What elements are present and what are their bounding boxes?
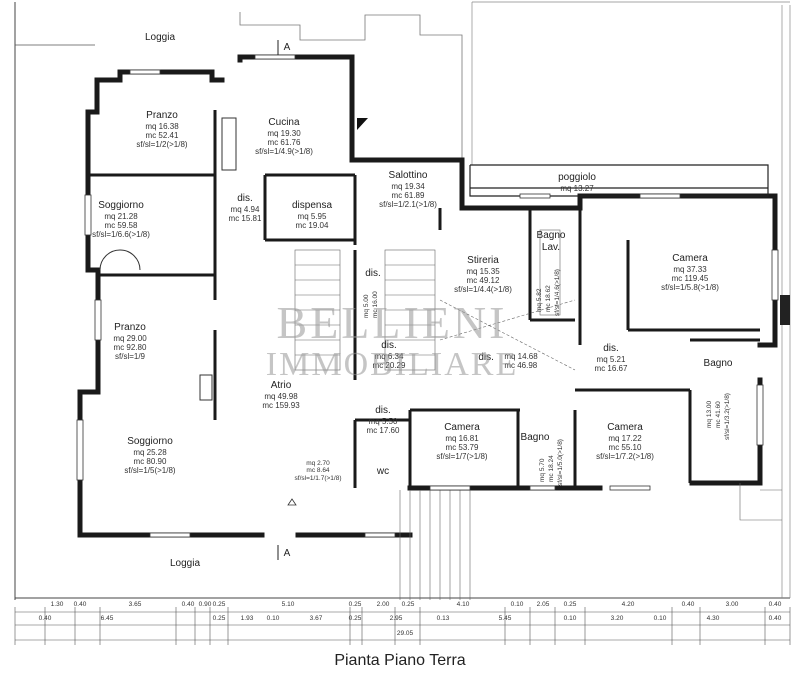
dimension-value-bottom-0: 0.40 bbox=[38, 615, 52, 622]
room-pranzo-mid: Pranzo mq 29.00 mc 92.80 sf/sl=1/9 bbox=[113, 322, 147, 361]
room-soggiorno-bottom: Soggiorno mq 25.28 mc 80.90 sf/sl=1/5(>1… bbox=[124, 436, 176, 475]
dimension-value-top-1: 0.40 bbox=[73, 601, 87, 608]
dimension-value-top-17: 0.40 bbox=[768, 601, 782, 608]
room-bagno-lav-sf: sf/sl=1/4.6(>1/8) bbox=[554, 269, 561, 316]
room-soggiorno-top: Soggiorno mq 21.28 mc 59.58 sf/sl=1/6.6(… bbox=[92, 200, 150, 239]
room-stireria: Stireria mq 15.35 mc 49.12 sf/sl=1/4.4(>… bbox=[454, 255, 512, 294]
dimension-value-bottom-1: 6.45 bbox=[100, 615, 114, 622]
dimension-value-bottom-6: 0.25 bbox=[348, 615, 362, 622]
dimension-value-top-5: 0.25 bbox=[212, 601, 226, 608]
dimension-value-top-0: 1.30 bbox=[50, 601, 64, 608]
room-cucina: Cucina mq 19.30 mc 61.76 sf/sl=1/4.9(>1/… bbox=[255, 117, 313, 156]
dimension-value-top-14: 4.20 bbox=[621, 601, 635, 608]
room-dispensa: dispensa mq 5.95 mc 19.04 bbox=[291, 200, 333, 230]
room-pranzo-top: Pranzo mq 16.38 mc 52.41 sf/sl=1/2(>1/8) bbox=[136, 110, 188, 149]
room-dis-mid: dis. mq 6.34 mc 20.29 bbox=[372, 340, 406, 370]
room-bagno-mid: Bagno bbox=[520, 432, 550, 443]
room-wc: wc bbox=[376, 466, 390, 477]
dimension-value-bottom-4: 0.10 bbox=[266, 615, 280, 622]
dimension-value-bottom-7: 2.95 bbox=[389, 615, 403, 622]
dimension-value-bottom-3: 1.93 bbox=[240, 615, 254, 622]
dimension-value-bottom-11: 3.20 bbox=[610, 615, 624, 622]
dimension-value-top-4: 0.90 bbox=[198, 601, 212, 608]
dimension-value-top-11: 0.10 bbox=[510, 601, 524, 608]
room-dis-cucina: dis. mq 4.94 mc 15.81 bbox=[228, 193, 262, 223]
room-bagno-right-mc: mc 41.60 bbox=[715, 401, 722, 428]
loggia-top-label: Loggia bbox=[144, 32, 176, 43]
room-bagno-lav-mq: mq 5.82 bbox=[536, 288, 543, 313]
room-atrio: Atrio mq 49.98 mc 159.93 bbox=[262, 380, 300, 410]
dimension-value-top-2: 3.65 bbox=[128, 601, 142, 608]
room-bagno-lav-mc: mc 18.62 bbox=[545, 285, 552, 312]
loggia-bottom-label: Loggia bbox=[169, 558, 201, 569]
dimension-value-top-16: 3.00 bbox=[725, 601, 739, 608]
room-dis-small: dis. mq 5.50 mc 17.60 bbox=[366, 405, 400, 435]
room-bagno-right: Bagno bbox=[703, 358, 733, 369]
dimension-value-top-13: 0.25 bbox=[563, 601, 577, 608]
dimension-total: 29.05 bbox=[396, 630, 414, 637]
dimension-value-bottom-9: 5.45 bbox=[498, 615, 512, 622]
section-mark-bottom: A bbox=[283, 548, 291, 559]
plan-title: Pianta Piano Terra bbox=[334, 652, 466, 669]
dimension-value-top-8: 2.00 bbox=[376, 601, 390, 608]
dimension-value-top-7: 0.25 bbox=[348, 601, 362, 608]
room-dis-right: dis. mq 5.21 mc 16.67 bbox=[594, 343, 628, 373]
dimension-value-bottom-12: 0.10 bbox=[653, 615, 667, 622]
room-bagno-right-sf: sf/sl=1/3.2(>1/8) bbox=[724, 393, 731, 440]
room-camera-big: Camera mq 37.33 mc 119.45 sf/sl=1/5.8(>1… bbox=[661, 253, 719, 292]
dimension-value-bottom-8: 0.13 bbox=[436, 615, 450, 622]
dimension-value-bottom-5: 3.67 bbox=[309, 615, 323, 622]
dimension-value-top-12: 2.05 bbox=[536, 601, 550, 608]
dimension-value-top-6: 5.10 bbox=[281, 601, 295, 608]
section-mark-top: A bbox=[283, 42, 291, 53]
room-poggiolo: poggiolo mq 13.27 bbox=[558, 172, 596, 193]
dimension-value-bottom-10: 0.10 bbox=[563, 615, 577, 622]
dimension-value-top-3: 0.40 bbox=[181, 601, 195, 608]
room-camera-mid: Camera mq 16.81 mc 53.79 sf/sl=1/7(>1/8) bbox=[436, 422, 488, 461]
watermark-logo: BELLIENI IMMOBILIARE bbox=[265, 297, 519, 383]
room-wc-values: mq 2.70 mc 8.64 sf/sl=1/1.7(>1/8) bbox=[294, 460, 342, 482]
room-salottino: Salottino mq 19.34 mc 61.89 sf/sl=1/2.1(… bbox=[379, 170, 437, 209]
room-dis-center: dis. mq 14.68 mc 46.98 bbox=[478, 352, 538, 371]
room-camera-right: Camera mq 17.22 mc 55.10 sf/sl=1/7.2(>1/… bbox=[596, 422, 654, 461]
dimension-value-bottom-14: 0.40 bbox=[768, 615, 782, 622]
dimension-value-bottom-13: 4.30 bbox=[706, 615, 720, 622]
dimension-value-top-10: 4.10 bbox=[456, 601, 470, 608]
dimension-value-bottom-2: 0.25 bbox=[212, 615, 226, 622]
dimension-value-top-9: 0.25 bbox=[401, 601, 415, 608]
room-bagno-mid-sf: sf/sl=1/5.0(>1/8) bbox=[557, 439, 564, 486]
dimension-value-top-15: 0.40 bbox=[681, 601, 695, 608]
room-bagno-mid-mc: mc 18.24 bbox=[548, 455, 555, 482]
room-bagno-right-mq: mq 13.00 bbox=[706, 400, 713, 428]
room-dis-stairs: dis. bbox=[365, 268, 381, 279]
room-bagno-lav: Bagno Lav. bbox=[536, 230, 566, 253]
room-bagno-mid-mq: mq 5.70 bbox=[539, 458, 546, 483]
